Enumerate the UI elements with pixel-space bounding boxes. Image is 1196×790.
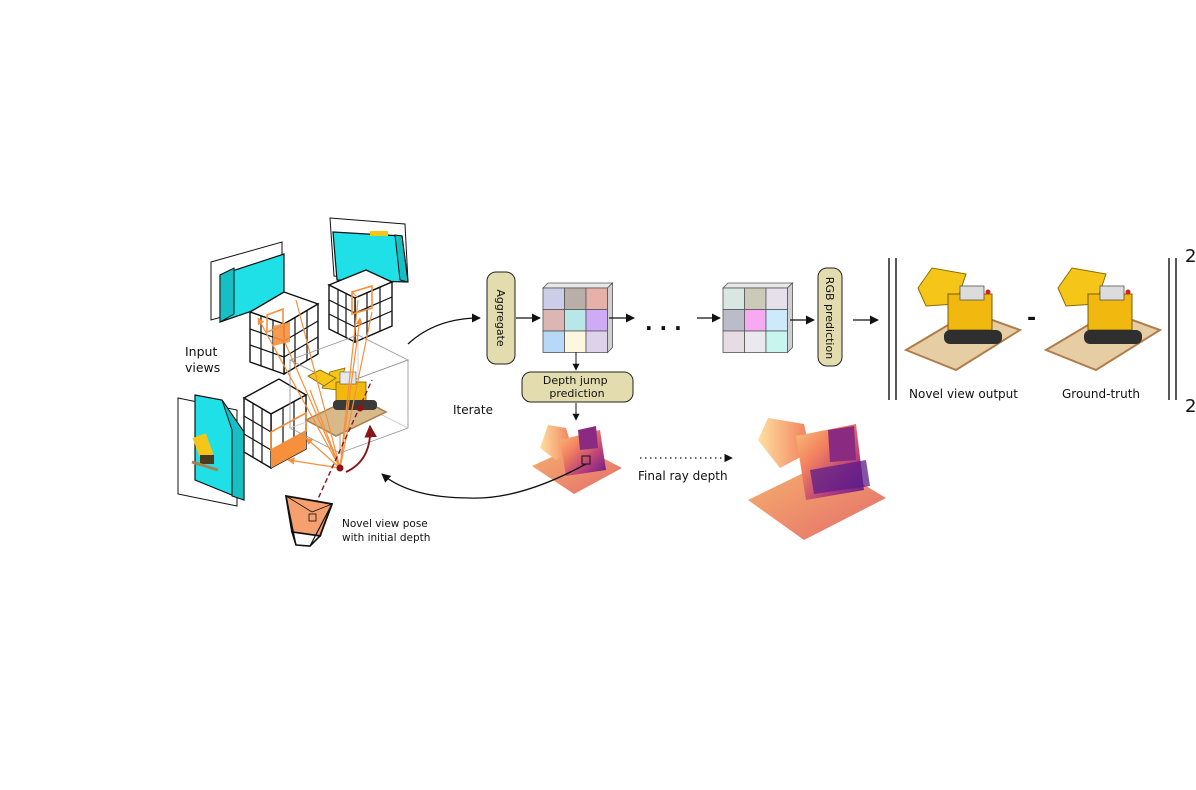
camera-frustum-icon	[284, 494, 334, 547]
grid-cell	[765, 330, 788, 353]
grid-cell	[542, 309, 565, 332]
ground-truth-label: Ground-truth	[1062, 387, 1140, 401]
minus-sign: -	[1027, 306, 1036, 331]
input-view-plane-left	[177, 394, 245, 507]
grid-cell	[765, 309, 788, 332]
grid-cell	[744, 287, 767, 310]
to-aggregate-arrow	[407, 313, 481, 345]
depth-update-arrow	[345, 424, 377, 473]
feature-grid-lower-left	[242, 378, 308, 470]
norm-subscript: 2	[1185, 396, 1196, 417]
feature-grid-upper-right	[327, 269, 394, 344]
updated-depth-point	[356, 404, 364, 412]
input-view-thumbnail-icon	[191, 433, 219, 472]
aggregate-label: Aggregate	[494, 289, 507, 347]
feature-grid-a	[542, 282, 614, 354]
depth-jump-prediction-box: Depth jump prediction	[521, 371, 634, 403]
novel-view-output-label: Novel view output	[909, 387, 1018, 401]
grid-cell	[765, 287, 788, 310]
grid-cell	[564, 330, 587, 353]
input-view-plane-top-right	[329, 217, 409, 283]
aggregate-box: Aggregate	[486, 271, 516, 365]
loss-norm-bars	[888, 258, 1177, 400]
final-ray-depth-label: Final ray depth	[638, 469, 728, 483]
grid-cell	[542, 287, 565, 310]
grid-cell	[744, 330, 767, 353]
ellipsis: . . .	[645, 311, 682, 335]
grid-cell	[585, 287, 608, 310]
norm-exponent: 2	[1185, 246, 1196, 267]
grid-cell	[564, 309, 587, 332]
depth-jump-label: Depth jump prediction	[543, 374, 611, 400]
iterate-label: Iterate	[453, 403, 493, 417]
grid-cell	[564, 287, 587, 310]
grid-cell	[744, 309, 767, 332]
grid-top-face	[722, 282, 794, 289]
grid-cell	[585, 330, 608, 353]
novel-view-pose-label: Novel view pose with initial depth	[342, 518, 431, 544]
grid-cell	[722, 287, 745, 310]
grid-top-face	[542, 282, 614, 289]
camera-ray	[311, 379, 377, 513]
rgb-prediction-label: RGB prediction	[823, 277, 836, 359]
grid-cell	[722, 309, 745, 332]
novel-view-output-image	[903, 267, 1023, 372]
grid-cell	[542, 330, 565, 353]
grid-side-face	[787, 282, 793, 354]
depth-sample-point	[336, 464, 344, 472]
ground-truth-image	[1043, 267, 1163, 372]
feature-grid-b	[722, 282, 794, 354]
input-views-label: Input views	[185, 344, 221, 375]
depth-map-large	[748, 418, 886, 540]
rgb-prediction-box: RGB prediction	[817, 267, 843, 367]
grid-cell	[585, 309, 608, 332]
iterate-loop-arrow	[381, 463, 587, 499]
grid-cell	[722, 330, 745, 353]
